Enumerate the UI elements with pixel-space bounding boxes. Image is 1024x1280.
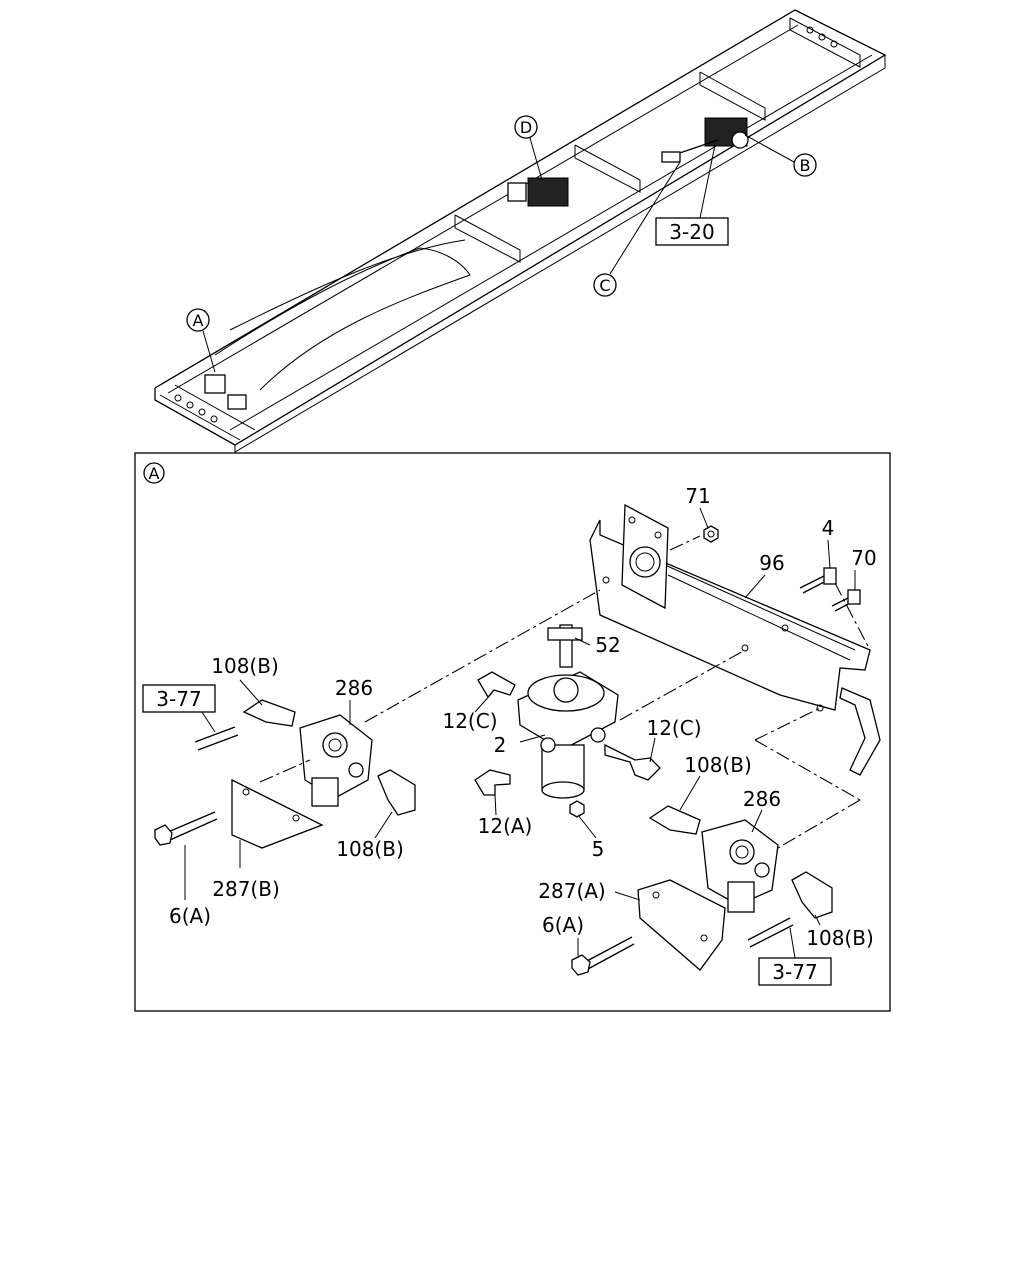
chassis-hose [214,239,471,391]
detail-view-frame [134,452,891,1012]
label-108b-left-top: 108(B) [211,654,279,678]
label-6a-left: 6(A) [169,904,211,928]
elbow-108b-right-bottom [791,871,833,919]
label-287a: 287(A) [538,879,605,903]
chassis-rail-right [154,9,887,453]
part-labels: 71 4 96 70 52 108(B) 286 12(C) 12(C) 2 1… [169,484,877,950]
label-286-left: 286 [335,676,373,700]
label-70: 70 [851,546,876,570]
frame-valve-a [204,374,247,410]
label-108b-left-bottom: 108(B) [336,837,404,861]
bolt-6a-right [571,936,635,976]
overview-callout-a[interactable]: A [186,308,216,373]
detail-view-label: A [143,462,165,484]
label-286-right: 286 [743,787,781,811]
label-71: 71 [685,484,710,508]
overview-callout-c[interactable]: C [593,161,681,297]
label-6a-right: 6(A) [542,913,584,937]
elbow-108b-left-bottom [377,769,416,816]
label-5: 5 [592,837,605,861]
svg-text:3-77: 3-77 [772,960,817,984]
overview-callout-d[interactable]: D [514,115,543,181]
label-52: 52 [595,633,620,657]
label-2: 2 [494,733,507,757]
ref-box-3-20[interactable]: 3-20 [655,144,729,246]
label-12c-left: 12(C) [442,709,497,733]
elbow-fitting-12c-left [477,671,516,699]
label-12c-right: 12(C) [646,716,701,740]
valve-286-right [701,819,779,913]
elbow-108b-right-top [648,805,701,835]
svg-text:B: B [800,156,811,175]
label-108b-right-bottom: 108(B) [806,926,874,950]
label-12a: 12(A) [478,814,533,838]
svg-text:C: C [599,276,610,295]
nut-71 [703,525,719,543]
svg-text:3-77: 3-77 [156,687,201,711]
elbow-fitting-12c-right [604,743,661,781]
bolt-70 [831,589,861,612]
nut-5 [569,800,585,818]
ref-box-3-77-right[interactable]: 3-77 [758,957,832,986]
alignment-lines [259,535,871,849]
svg-text:A: A [193,311,204,330]
relay-valve-2 [517,671,619,799]
pipe-3-77-right [747,917,794,948]
valve-286-left [299,714,373,807]
chassis-frame-overview [154,9,887,453]
label-108b-right-top: 108(B) [684,753,752,777]
overview-callout-b[interactable]: B [744,134,817,177]
svg-text:A: A [149,464,160,483]
cover-287a [637,879,726,971]
elbow-108b-left-top [242,699,296,727]
mounting-plate [621,503,669,610]
ref-box-3-77-left[interactable]: 3-77 [142,684,216,713]
label-4: 4 [822,516,835,540]
svg-text:D: D [520,118,532,137]
bolt-6a-left [154,811,218,846]
leader-lines [184,507,856,959]
svg-text:3-20: 3-20 [669,220,714,244]
cover-287b [231,778,324,849]
bolt-4 [799,567,837,594]
frame-valve-b [704,117,749,149]
label-287b: 287(B) [212,877,280,901]
frame-valve-d [507,177,569,207]
fitting-52 [547,624,583,668]
frame-pipe-c [661,139,719,163]
chassis-cross-members [159,17,861,441]
pipe-3-77-left [194,726,239,751]
tee-fitting-12a [474,769,511,796]
chassis-holes [174,26,838,423]
label-96: 96 [759,551,784,575]
